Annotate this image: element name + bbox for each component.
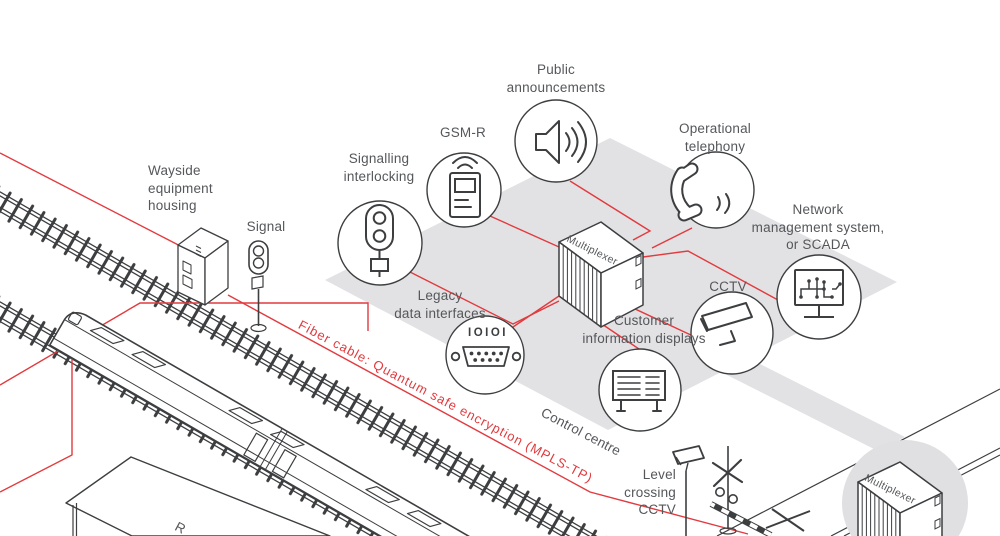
label-network-management: Network management system, or SCADA: [751, 202, 885, 253]
gsmr-node: [426, 152, 502, 228]
station-canopy: [65, 456, 331, 536]
level-crossing: [672, 445, 773, 536]
speaker-icon: [535, 120, 587, 164]
scada-node: [776, 254, 862, 340]
information-display-icon: [612, 370, 666, 412]
radio-handset-icon: [449, 156, 481, 218]
signal-mast: [248, 240, 269, 333]
serial-connector-icon: [450, 346, 522, 367]
cctv-node: [690, 291, 774, 375]
label-cctv: CCTV: [709, 279, 747, 294]
train-door: [243, 432, 269, 463]
label-signal: Signal: [246, 219, 286, 234]
train-roof-hatches: [89, 326, 442, 528]
train: [48, 311, 509, 536]
canopy-post: [72, 503, 78, 536]
train-door: [271, 448, 298, 479]
fiber-cable-main-line: [227, 294, 749, 535]
telephone-handset-icon: [670, 162, 731, 222]
label-gsmr: GSM-R: [440, 125, 486, 140]
label-serial-code: IOIOI: [468, 327, 508, 339]
track-upper: [0, 182, 635, 536]
road-cross-marking: [765, 508, 811, 532]
train-windshield: [67, 311, 82, 326]
network-monitor-icon: [794, 269, 844, 318]
pole-camera-icon: [672, 445, 705, 465]
label-operational-telephony: Operational telephony: [679, 121, 751, 154]
label-level-crossing-cctv: Level crossing CCTV: [624, 467, 676, 518]
telephony-node: [670, 151, 755, 229]
customer-displays-node: [598, 348, 682, 432]
legacy-node: [445, 315, 525, 395]
public-announcements-node: [514, 99, 598, 183]
signal-light-icon: [365, 204, 394, 277]
label-wayside-housing: Wayside equipment housing: [148, 163, 213, 214]
train-car-gap: [259, 428, 288, 470]
system-nodes: [337, 99, 862, 432]
label-legacy-interfaces: Legacy data interfaces: [394, 288, 486, 321]
crossbuck-icon: [711, 458, 744, 488]
label-public-announcements: Public announcements: [506, 62, 606, 95]
signalling-node: [337, 200, 423, 286]
cctv-camera-icon: [700, 302, 753, 346]
label-signalling-interlocking: Signalling interlocking: [343, 151, 415, 184]
label-customer-info: Customer information displays: [582, 313, 706, 346]
wayside-housing: [177, 227, 229, 306]
